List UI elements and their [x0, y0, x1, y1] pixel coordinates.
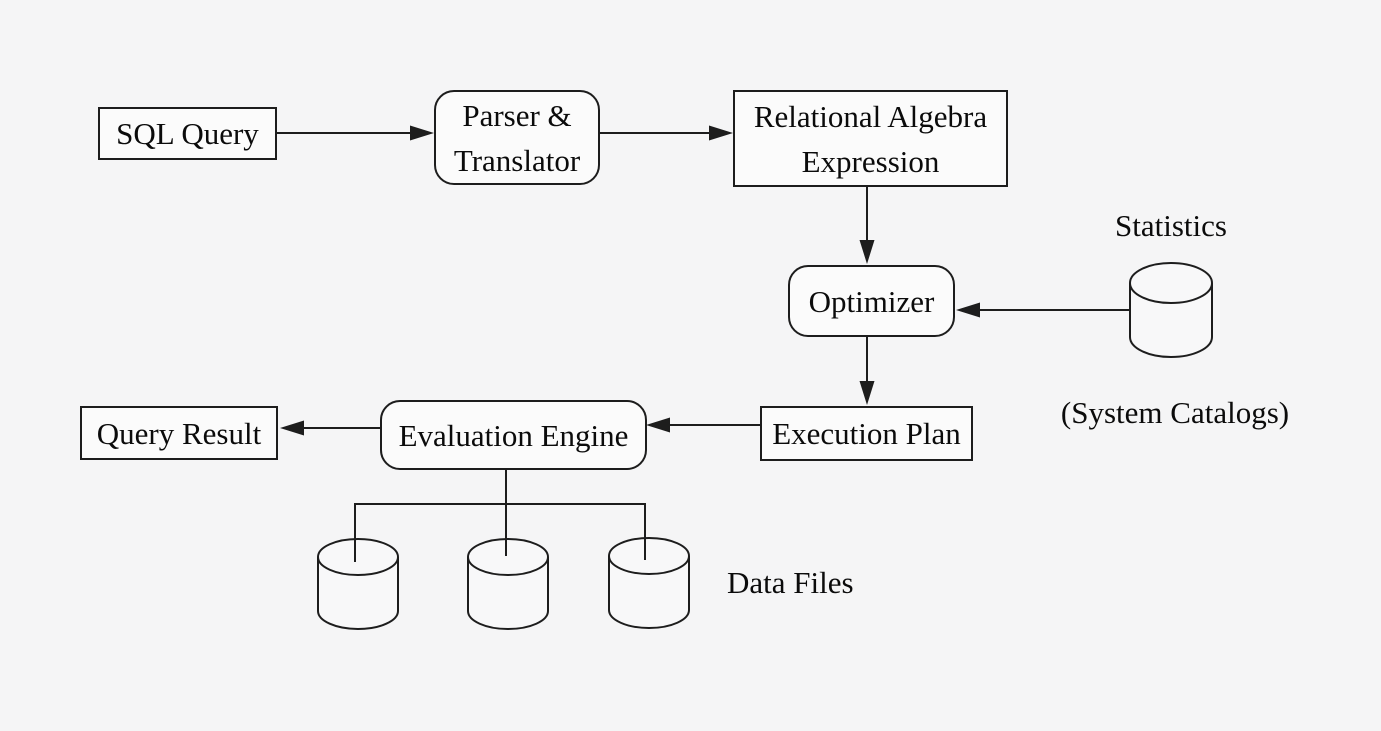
arrow-execution-plan-to-evaluation-engine: [646, 417, 760, 433]
data-file-cylinder-icon: [467, 538, 549, 630]
sql-query-node: SQL Query: [98, 107, 277, 160]
statistics-database-cylinder-icon: [1129, 262, 1213, 358]
execution-plan-label: Execution Plan: [772, 416, 961, 451]
parser-translator-node: Parser & Translator: [434, 90, 600, 185]
sql-query-label: SQL Query: [116, 116, 259, 151]
arrow-evaluation-engine-to-query-result: [280, 420, 380, 436]
data-file-cylinder-icon: [317, 538, 399, 630]
arrow-optimizer-to-execution-plan: [859, 337, 875, 405]
relational-algebra-label-line2: Expression: [801, 143, 940, 179]
data-files-label: Data Files: [727, 565, 854, 600]
evaluation-engine-to-data-files-connector: [354, 469, 646, 562]
parser-translator-label-line1: Parser &: [462, 97, 572, 133]
query-result-node: Query Result: [80, 406, 278, 460]
execution-plan-node: Execution Plan: [760, 406, 973, 461]
evaluation-engine-label: Evaluation Engine: [398, 417, 629, 453]
system-catalogs-label: (System Catalogs): [1060, 395, 1290, 430]
parser-translator-label-line2: Translator: [453, 142, 581, 178]
relational-algebra-label-line1: Relational Algebra: [753, 98, 988, 134]
query-result-label: Query Result: [96, 415, 262, 451]
arrow-statistics-to-optimizer: [956, 302, 1130, 318]
relational-algebra-expression-node: Relational Algebra Expression: [733, 90, 1008, 187]
optimizer-label: Optimizer: [808, 283, 935, 319]
arrow-sql-query-to-parser: [277, 125, 434, 141]
data-file-cylinder-icon: [608, 537, 690, 629]
arrow-relational-algebra-to-optimizer: [859, 187, 875, 264]
arrow-parser-to-relational-algebra: [600, 125, 733, 141]
evaluation-engine-node: Evaluation Engine: [380, 400, 647, 470]
optimizer-node: Optimizer: [788, 265, 955, 337]
statistics-label: Statistics: [1115, 208, 1227, 243]
